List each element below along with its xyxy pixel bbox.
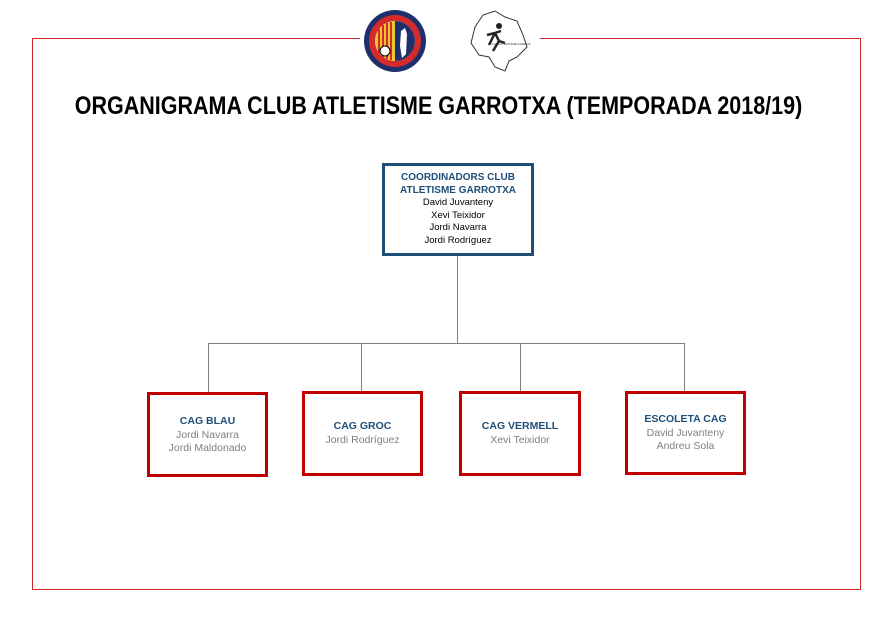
- connector-blau: [208, 343, 209, 393]
- coordinators-heading-2: ATLETISME GARROTXA: [400, 184, 516, 196]
- coordinators-box: COORDINADORS CLUB ATLETISME GARROTXA Dav…: [382, 163, 534, 256]
- group-box-cag-groc: CAG GROC Jordi Rodríguez: [302, 391, 423, 476]
- connector-horizontal: [208, 343, 685, 344]
- member: David Juvanteny: [646, 427, 725, 439]
- group-box-escoleta-cag: ESCOLETA CAG David Juvanteny Andreu Sola: [625, 391, 746, 475]
- connector-groc: [361, 343, 362, 392]
- group-box-cag-vermell: CAG VERMELL Xevi Teixidor: [459, 391, 581, 476]
- member: Jordi Rodríguez: [424, 234, 492, 246]
- member: Jordi Navarra: [429, 222, 487, 233]
- group-name: CAG BLAU: [179, 414, 236, 427]
- cag-map-logo: CLUB ATLETISME GARROTXA: [470, 10, 531, 72]
- group-name: ESCOLETA CAG: [644, 413, 727, 425]
- member: Jordi Rodríguez: [325, 434, 400, 446]
- member: Jordi Maldonado: [168, 441, 247, 454]
- club-badge-logo: [364, 10, 426, 72]
- svg-text:CLUB ATLETISME GARROTXA: CLUB ATLETISME GARROTXA: [492, 42, 531, 46]
- connector-trunk: [457, 256, 458, 344]
- member: Xevi Teixidor: [431, 209, 485, 221]
- member: Jordi Navarra: [175, 428, 240, 441]
- coordinators-heading-1: COORDINADORS CLUB: [401, 172, 515, 183]
- member: Xevi Teixidor: [490, 434, 550, 446]
- connector-vermell: [520, 343, 521, 392]
- group-name: CAG VERMELL: [481, 420, 559, 432]
- group-name: CAG GROC: [333, 420, 392, 432]
- member: Andreu Sola: [656, 440, 715, 452]
- member: David Juvanteny: [422, 197, 494, 208]
- connector-escoleta: [684, 343, 685, 392]
- group-box-cag-blau: CAG BLAU Jordi Navarra Jordi Maldonado: [147, 392, 268, 477]
- page-title: ORGANIGRAMA CLUB ATLETISME GARROTXA (TEM…: [74, 92, 803, 120]
- logos: CLUB ATLETISME GARROTXA: [360, 5, 540, 75]
